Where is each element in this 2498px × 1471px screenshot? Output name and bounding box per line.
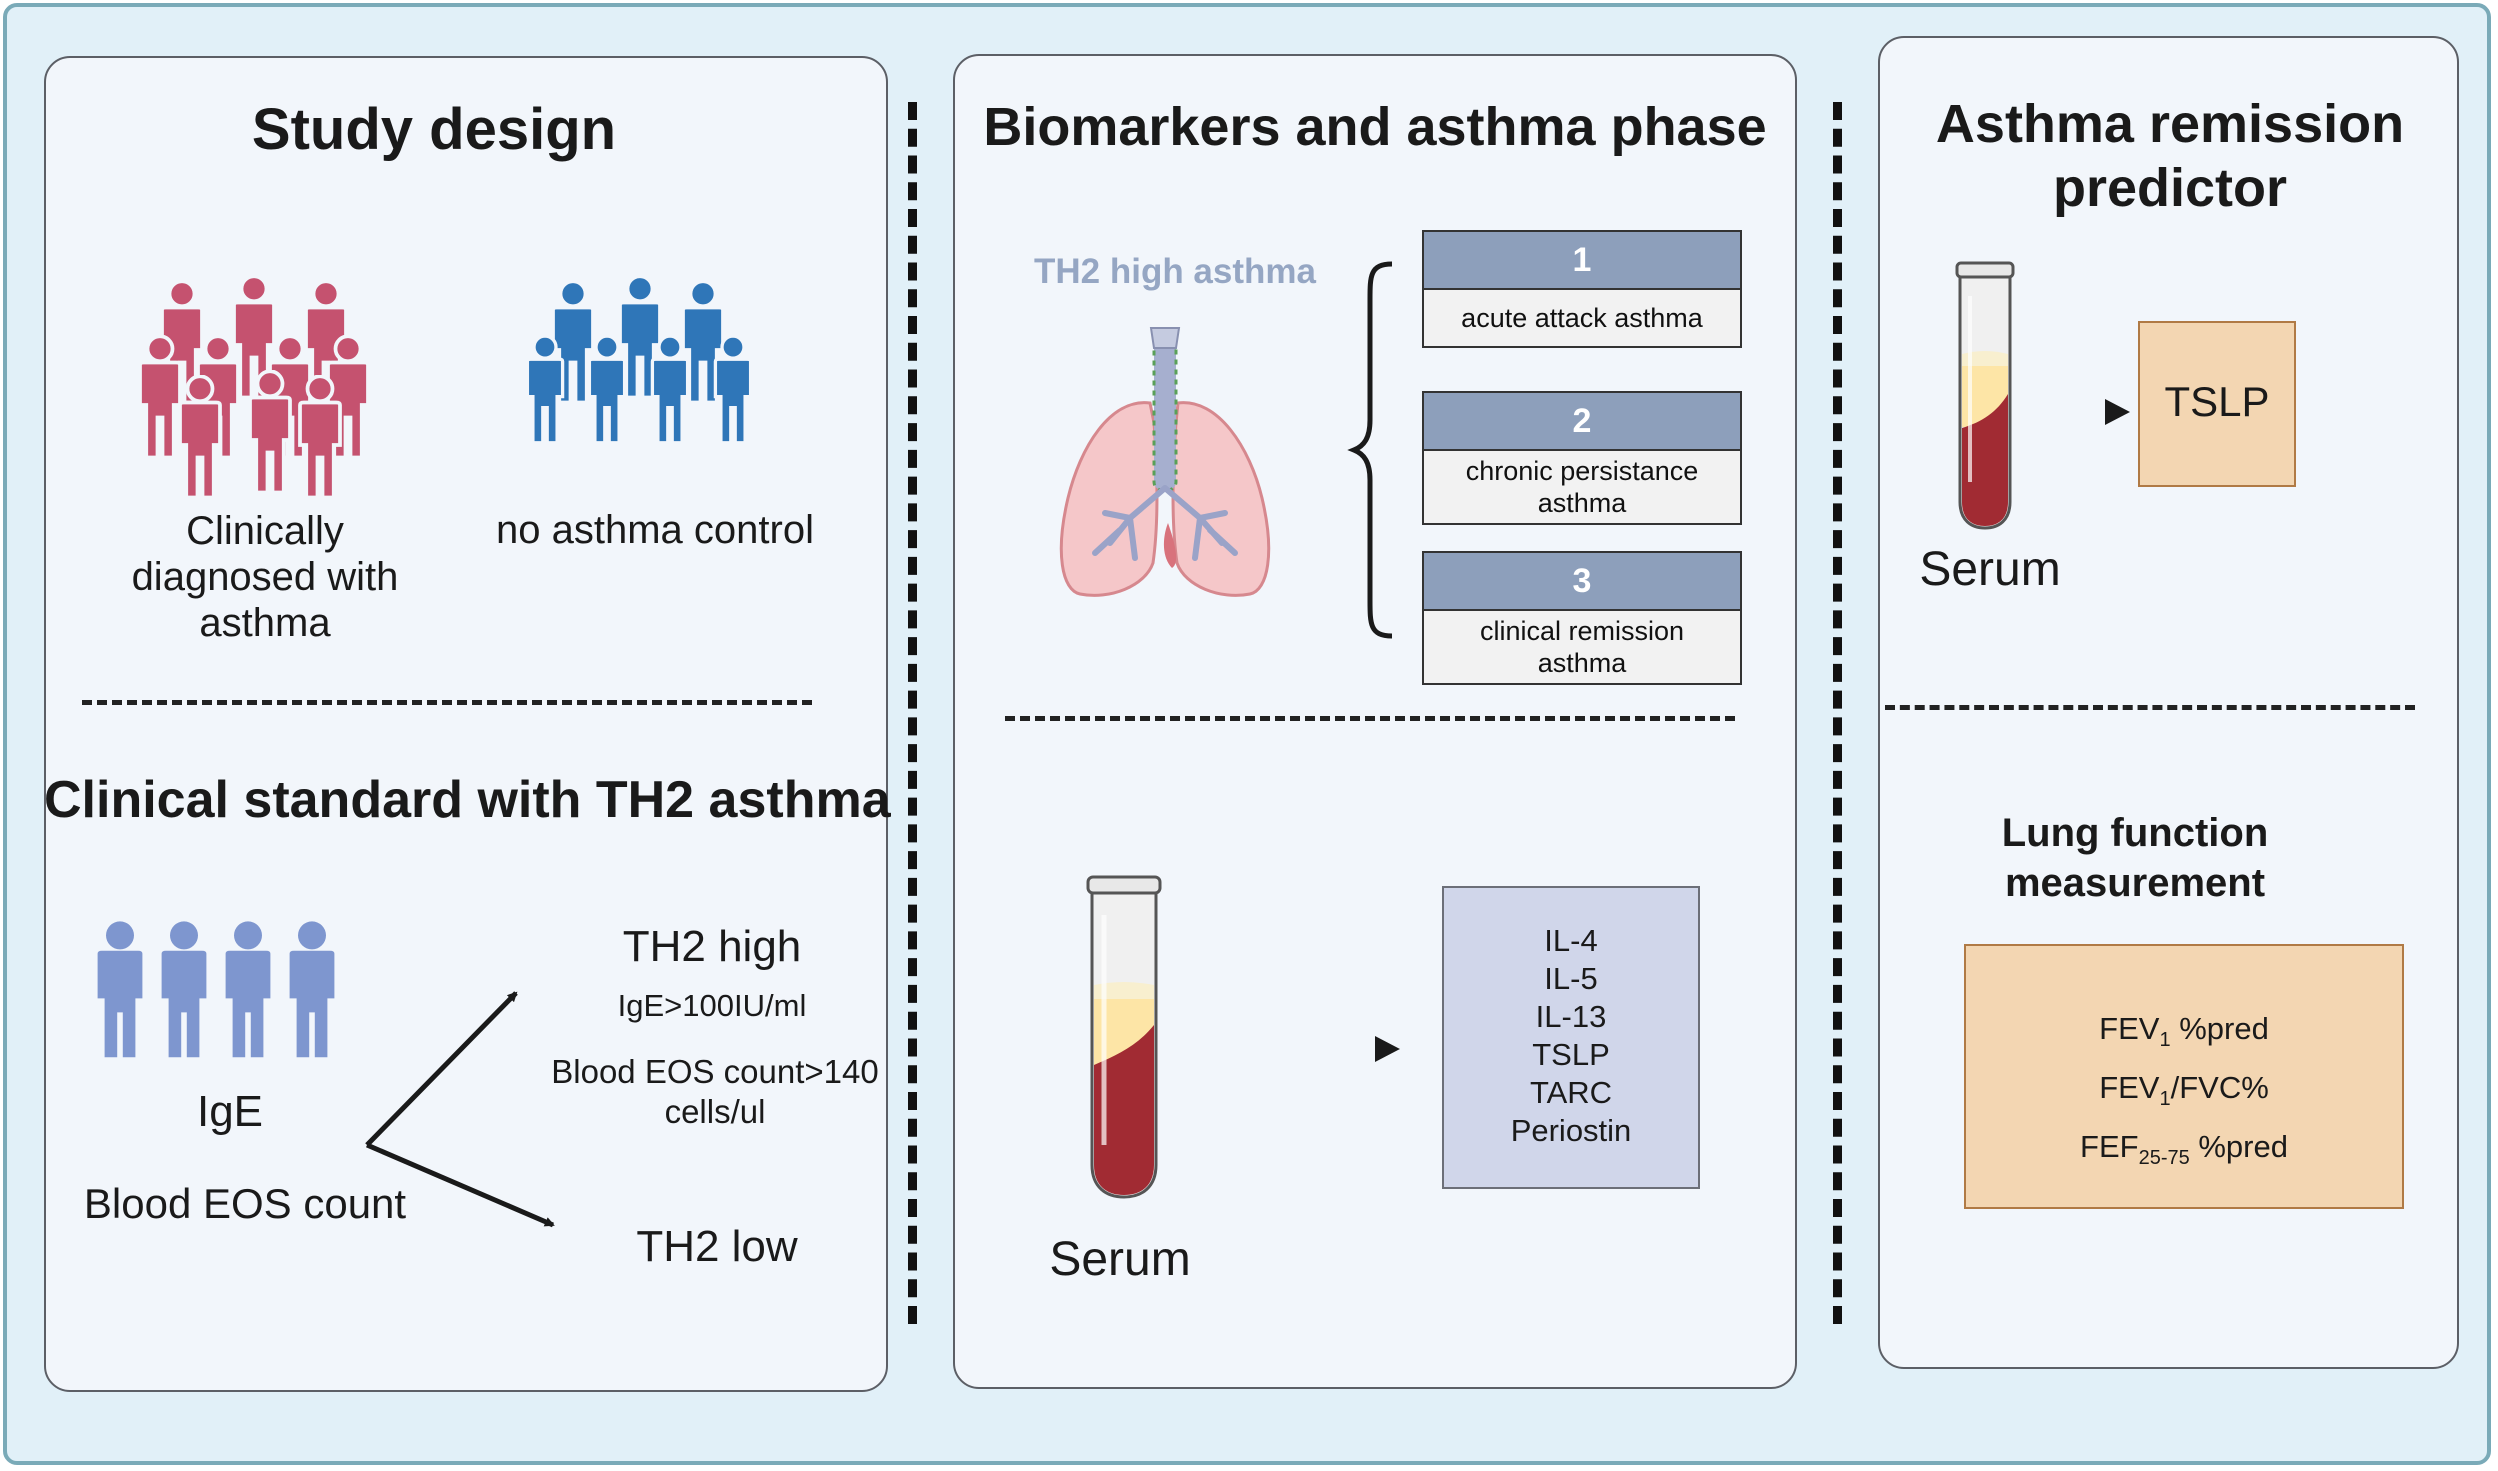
lung-function-box (1964, 944, 2404, 1209)
study-design-title: Study design (251, 97, 617, 162)
measure-subscript: 25-75 (2138, 1147, 2190, 1170)
lung-function-measure: FEF25-75 %pred (1964, 1123, 2404, 1182)
measure-unit: %pred (2170, 1011, 2269, 1046)
serum-tube-icon (1955, 261, 2015, 532)
measure-name: FEV (2099, 1070, 2160, 1106)
marker-item: Periostin (1510, 1113, 1632, 1148)
phase-1-label: acute attack asthma (1422, 288, 1742, 348)
study-design-panel (44, 56, 888, 1392)
serum-tube-icon (1086, 875, 1162, 1200)
marker-item: IL-4 (1544, 923, 1598, 958)
ige-label: IgE (196, 1087, 264, 1136)
remission-title: Asthma remission predictor (1935, 94, 2405, 218)
phase-2-label: chronic persistance asthma (1422, 449, 1742, 525)
asthma-group-label: Clinically diagnosed with asthma (131, 509, 399, 645)
control-group-label: no asthma control (496, 508, 814, 552)
measure-unit: %pred (2189, 1129, 2288, 1165)
section-divider (1005, 716, 1735, 721)
phase-2-number: 2 (1422, 391, 1742, 451)
clinical-standard-title: Clinical standard with TH2 asthma (44, 771, 891, 829)
tslp-label: TSLP (2164, 378, 2270, 425)
phase-3-label: clinical remission asthma (1422, 609, 1742, 685)
phase-brace (1347, 261, 1393, 639)
measure-name: FEF (2080, 1129, 2139, 1165)
eos-label: Blood EOS count (83, 1180, 407, 1227)
section-divider (82, 700, 812, 705)
lung-function-measure: FEV1 %pred (1964, 1005, 2404, 1064)
lung-label: TH2 high asthma (1034, 252, 1316, 291)
th2-high-label: TH2 high (622, 922, 802, 971)
marker-item: IL-13 (1535, 999, 1607, 1034)
measure-subscript: 1 (2159, 1029, 2171, 1052)
marker-item: TSLP (1532, 1037, 1610, 1072)
serum-label: Serum (1919, 543, 2061, 596)
measure-name: FEV (2099, 1011, 2160, 1046)
phase-3-number: 3 (1422, 551, 1742, 611)
lung-function-title: Lung function measurement (2001, 811, 2269, 905)
serum-label: Serum (1049, 1233, 1191, 1286)
eos-criterion: Blood EOS count>140 cells/ul (551, 1053, 879, 1130)
measure-unit: /FVC% (2170, 1070, 2269, 1106)
measure-subscript: 1 (2159, 1088, 2171, 1111)
panel-divider-right (1833, 102, 1842, 1324)
ige-criterion: IgE>100IU/ml (617, 988, 807, 1023)
biomarkers-title: Biomarkers and asthma phase (983, 97, 1767, 157)
lung-function-measure: FEV1/FVC% (1964, 1064, 2404, 1123)
marker-item: IL-5 (1544, 961, 1598, 996)
section-divider (1885, 705, 2415, 710)
lungs-icon (1050, 327, 1280, 603)
marker-item: TARC (1529, 1075, 1613, 1110)
phase-1-number: 1 (1422, 230, 1742, 290)
tslp-box (2138, 321, 2296, 487)
th2-low-label: TH2 low (636, 1222, 798, 1271)
panel-divider-left (908, 102, 917, 1324)
marker-box (1442, 886, 1700, 1189)
